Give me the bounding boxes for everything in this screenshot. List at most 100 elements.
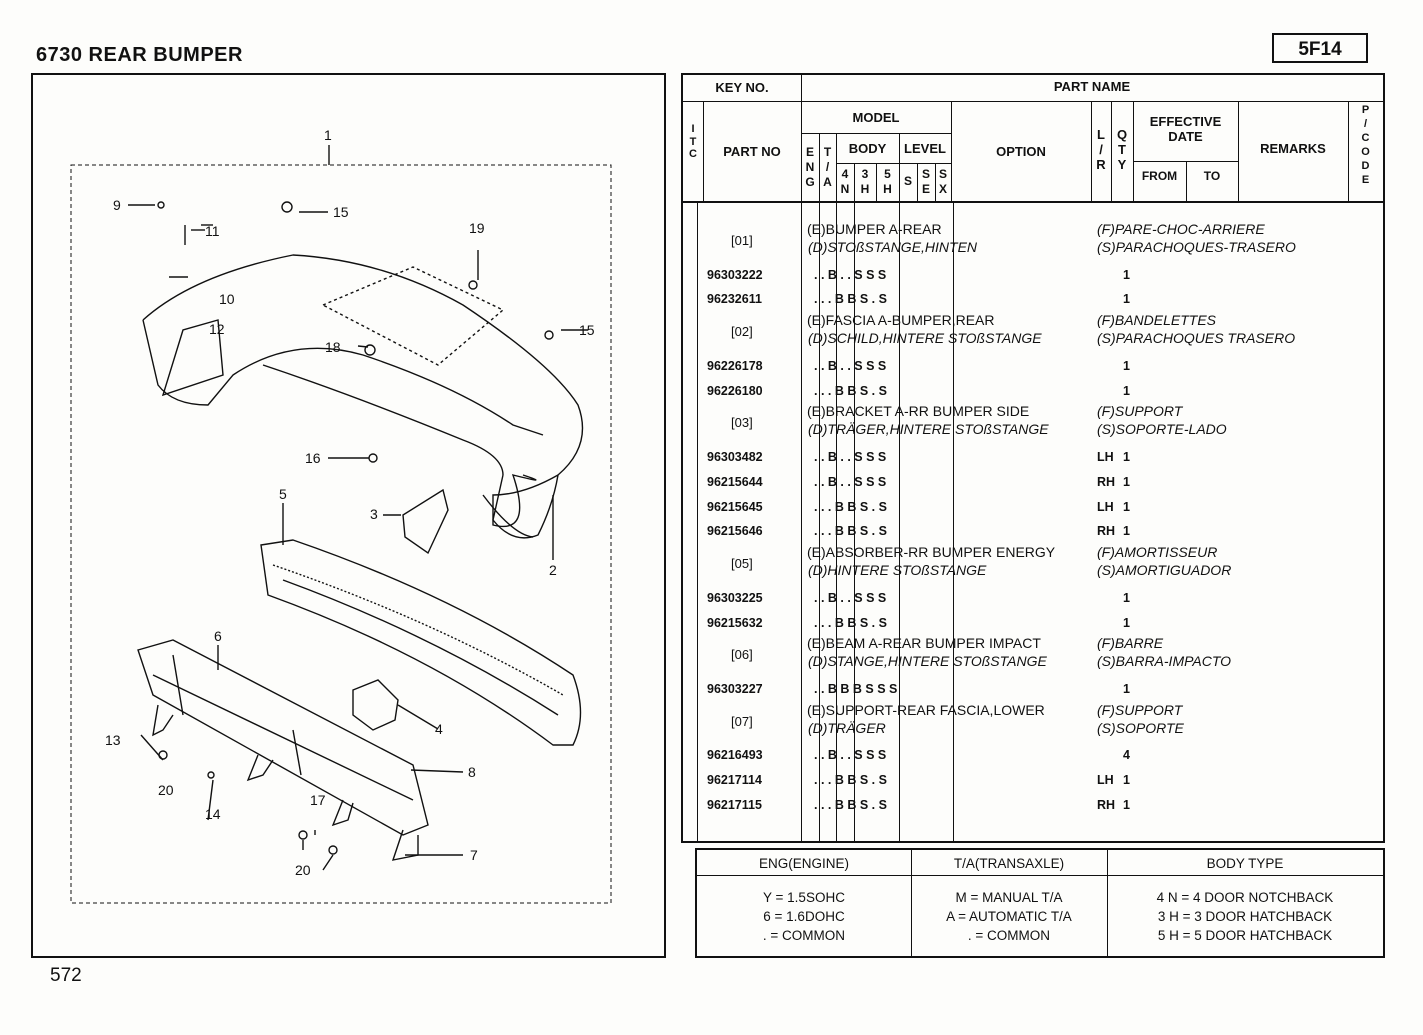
part-name-english: (E)FASCIA A-BUMPER,REAR (807, 312, 995, 329)
legend-body-2: 3 H = 3 DOOR HATCHBACK (1157, 909, 1333, 924)
diagram-callouts: 1 2 3 4 5 6 7 8 9 10 11 12 13 14 15 15 1… (105, 127, 595, 878)
model-applicability: . . B . . S S S (814, 450, 887, 464)
quantity: 1 (1123, 798, 1130, 812)
part-name-french: (F)SUPPORT (1097, 701, 1183, 718)
parts-table: KEY NO. PART NAME I T C PART NO MODEL E … (681, 73, 1385, 843)
page-number: 572 (50, 965, 82, 986)
callout-20b: 20 (295, 862, 311, 878)
lr-side: LH (1097, 499, 1114, 514)
key-number: [03] (731, 415, 753, 431)
part-name-spanish: (S)SOPORTE (1097, 719, 1184, 736)
callout-18: 18 (325, 339, 341, 355)
part-number: 96232611 (707, 292, 762, 307)
header-remarks: REMARKS (1260, 141, 1326, 156)
header-4n: 4 N (840, 167, 850, 196)
model-applicability: . . B . . S S S (814, 590, 887, 605)
header-3h: 3 H (860, 167, 870, 196)
header-5h: 5 H (883, 167, 892, 196)
header-itc: I T C (689, 123, 697, 161)
header-from: FROM (1141, 169, 1178, 183)
callout-16: 16 (305, 450, 321, 466)
model-applicability: . . . B B S . S (814, 524, 887, 539)
callout-6: 6 (214, 628, 222, 644)
diagram-svg: 1 2 3 4 5 6 7 8 9 10 11 12 13 14 15 15 1… (70, 127, 612, 904)
header-part-name: PART NAME (1053, 79, 1131, 94)
quantity: 1 (1123, 383, 1130, 398)
quantity: 1 (1123, 499, 1130, 514)
header-lr: L / R (1096, 127, 1106, 172)
part-name-spanish: (S)AMORTIGUADOR (1097, 562, 1232, 579)
legend-ta-3: . = COMMON (967, 928, 1051, 943)
callout-13: 13 (105, 732, 121, 748)
part-number: 96215644 (707, 474, 763, 489)
callout-7: 7 (470, 847, 478, 863)
lr-side: RH (1097, 524, 1116, 539)
part-number: 96215632 (707, 615, 763, 630)
legend-body-title: BODY TYPE (1206, 856, 1284, 871)
model-applicability: . . B . . S S S (814, 358, 887, 373)
quantity: 1 (1123, 590, 1130, 605)
quantity: 1 (1123, 524, 1130, 539)
header-part-no: PART NO (723, 144, 781, 159)
model-applicability: . . . B B S . S (814, 292, 887, 307)
callout-20a: 20 (158, 782, 174, 798)
quantity: 1 (1123, 267, 1130, 282)
legend-eng-3: . = COMMON (762, 928, 846, 943)
callout-17: 17 (310, 792, 326, 808)
lr-side: RH (1097, 474, 1116, 489)
quantity: 1 (1123, 358, 1130, 373)
model-applicability: . . B . . S S S (814, 267, 887, 282)
header-level-sx: S X (938, 167, 947, 196)
part-name-spanish: (S)BARRA-IMPACTO (1097, 653, 1232, 670)
part-name-english: (E)SUPPORT-REAR FASCIA,LOWER (807, 701, 1045, 718)
callout-19: 19 (469, 220, 485, 236)
part-name-french: (F)SUPPORT (1097, 403, 1183, 420)
callout-5: 5 (279, 486, 287, 502)
callout-4: 4 (435, 721, 443, 737)
part-number: 96217115 (707, 798, 762, 812)
model-applicability: . . B B B S S S (814, 682, 898, 696)
part-number: 96226180 (707, 383, 763, 398)
header-body: BODY (848, 141, 887, 156)
key-number: [06] (731, 647, 753, 663)
part-name-french: (F)BARRE (1097, 635, 1164, 652)
part-name-english: (E)BRACKET A-RR BUMPER SIDE (807, 403, 1030, 420)
legend-ta-1: M = MANUAL T/A (955, 890, 1063, 905)
quantity: 1 (1123, 450, 1130, 464)
callout-12: 12 (209, 321, 225, 337)
model-applicability: . . . B B S . S (814, 615, 887, 630)
part-number: 96303222 (707, 267, 763, 282)
header-model: MODEL (852, 110, 900, 125)
model-applicability: . . B . . S S S (814, 474, 887, 489)
part-number: 96217114 (707, 773, 762, 788)
callout-15b: 15 (579, 322, 595, 338)
section-code: 5F14 (1272, 33, 1368, 63)
header-level: LEVEL (904, 141, 946, 156)
part-name-english: (E)ABSORBER-RR BUMPER ENERGY (807, 544, 1056, 561)
lr-side: LH (1097, 450, 1114, 464)
quantity: 1 (1123, 682, 1130, 696)
part-name-german: (D)HINTERE STOßSTANGE (808, 562, 987, 579)
header-qty: Q T Y (1116, 127, 1128, 172)
legend-ta-title: T/A(TRANSAXLE) (953, 856, 1065, 871)
quantity: 1 (1123, 292, 1130, 307)
legend-eng-1: Y = 1.5SOHC (763, 890, 845, 905)
part-number: 96226178 (707, 358, 763, 373)
part-name-french: (F)PARE-CHOC-ARRIERE (1097, 221, 1265, 237)
header-level-se: S E (921, 167, 930, 196)
part-name-french: (F)AMORTISSEUR (1097, 544, 1218, 561)
quantity: 1 (1123, 615, 1130, 630)
part-name-german: (D)SCHILD,HINTERE STOßSTANGE (808, 330, 1042, 347)
part-name-german: (D)TRÄGER (808, 719, 886, 736)
callout-10: 10 (219, 291, 235, 307)
header-level-s: S (903, 174, 912, 188)
header-ta: T / A (823, 145, 832, 189)
callout-14: 14 (205, 806, 221, 822)
quantity: 1 (1123, 474, 1130, 489)
legend-body-3: 5 H = 5 DOOR HATCHBACK (1157, 928, 1333, 943)
part-name-spanish: (S)PARACHOQUES TRASERO (1097, 330, 1296, 347)
callout-8: 8 (468, 764, 476, 780)
callout-9: 9 (113, 197, 121, 213)
part-name-german: (D)STANGE,HINTERE STOßSTANGE (808, 653, 1047, 670)
callout-1: 1 (324, 127, 332, 143)
